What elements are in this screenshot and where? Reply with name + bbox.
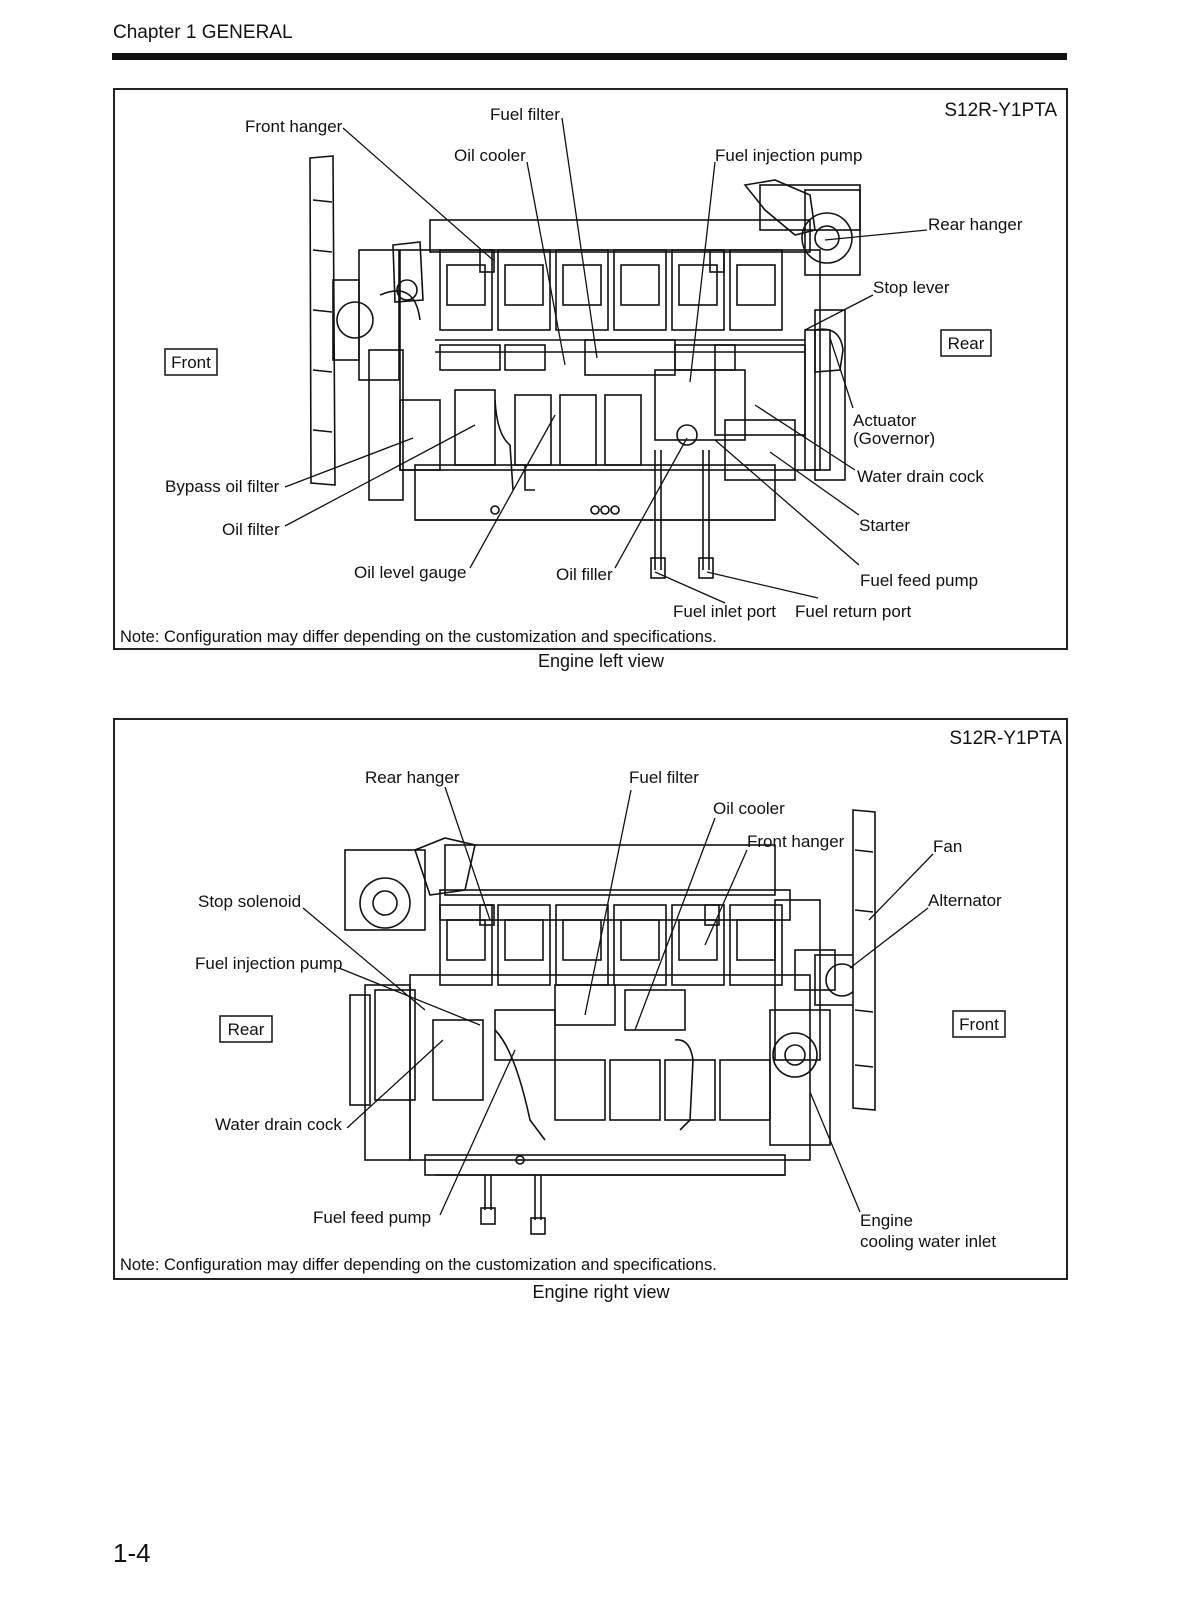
front-tag-left: Front <box>171 353 211 372</box>
rear-tag-right: Rear <box>228 1020 265 1039</box>
rear-box-right: Rear <box>219 1015 273 1043</box>
engine-right-drawing <box>344 809 876 1235</box>
label-stop-solenoid: Stop solenoid <box>198 892 301 911</box>
label-oil-filter: Oil filter <box>222 520 280 539</box>
label-bypass-oil-filter: Bypass oil filter <box>165 477 280 496</box>
page-number: 1-4 <box>113 1538 151 1568</box>
rear-box-left: Rear <box>940 329 992 357</box>
label-rear-hanger: Rear hanger <box>928 215 1023 234</box>
label-fuel-return-port: Fuel return port <box>795 602 911 621</box>
front-tag-right: Front <box>959 1015 999 1034</box>
label-actuator: Actuator <box>853 411 917 430</box>
front-box-right: Front <box>952 1010 1006 1038</box>
label-fuel-feed-pump-r: Fuel feed pump <box>313 1208 431 1227</box>
label-fuel-feed-pump: Fuel feed pump <box>860 571 978 590</box>
rear-tag-left: Rear <box>948 334 985 353</box>
caption-left-view: Engine left view <box>537 651 665 671</box>
engine-right-diagram: S12R-Y1PTA Rear hanger Fuel filter Oil c… <box>120 728 1062 1274</box>
label-fuel-injection-pump: Fuel injection pump <box>715 146 862 165</box>
chapter-header: Chapter 1 GENERAL <box>113 22 293 43</box>
label-water-drain-cock-r: Water drain cock <box>215 1115 342 1134</box>
label-stop-lever: Stop lever <box>873 278 950 297</box>
figure-right-frame: S12R-Y1PTA Rear hanger Fuel filter Oil c… <box>113 718 1068 1280</box>
model-label-right: S12R-Y1PTA <box>949 728 1062 749</box>
label-fuel-inlet-port: Fuel inlet port <box>673 602 776 621</box>
leader-lines-left <box>284 117 928 604</box>
note-right: Note: Configuration may differ depending… <box>120 1256 717 1274</box>
label-engine: Engine <box>860 1211 913 1230</box>
engine-left-diagram: S12R-Y1PTA Front hanger Fuel filter Oil … <box>120 100 1057 646</box>
label-front-hanger-r: Front hanger <box>747 832 845 851</box>
label-front-hanger: Front hanger <box>245 117 343 136</box>
label-alternator: Alternator <box>928 891 1002 910</box>
figure-left-frame: S12R-Y1PTA Front hanger Fuel filter Oil … <box>113 88 1068 650</box>
label-oil-cooler-r: Oil cooler <box>713 799 785 818</box>
label-starter: Starter <box>859 516 910 535</box>
caption-right-view: Engine right view <box>532 1282 670 1302</box>
label-cooling-water-inlet: cooling water inlet <box>860 1232 996 1251</box>
label-fan: Fan <box>933 837 962 856</box>
engine-left-drawing <box>309 155 861 579</box>
label-governor: (Governor) <box>853 429 935 448</box>
front-box-left: Front <box>164 348 218 376</box>
leader-lines-right <box>302 786 934 1216</box>
label-oil-filler: Oil filler <box>556 565 613 584</box>
label-fuel-injection-pump-r: Fuel injection pump <box>195 954 342 973</box>
label-water-drain-cock: Water drain cock <box>857 467 984 486</box>
header-rule <box>112 53 1067 60</box>
label-fuel-filter-r: Fuel filter <box>629 768 699 787</box>
note-left: Note: Configuration may differ depending… <box>120 628 717 646</box>
label-oil-level-gauge: Oil level gauge <box>354 563 466 582</box>
model-label-left: S12R-Y1PTA <box>944 100 1057 121</box>
label-oil-cooler: Oil cooler <box>454 146 526 165</box>
label-fuel-filter: Fuel filter <box>490 105 560 124</box>
label-rear-hanger-r: Rear hanger <box>365 768 460 787</box>
